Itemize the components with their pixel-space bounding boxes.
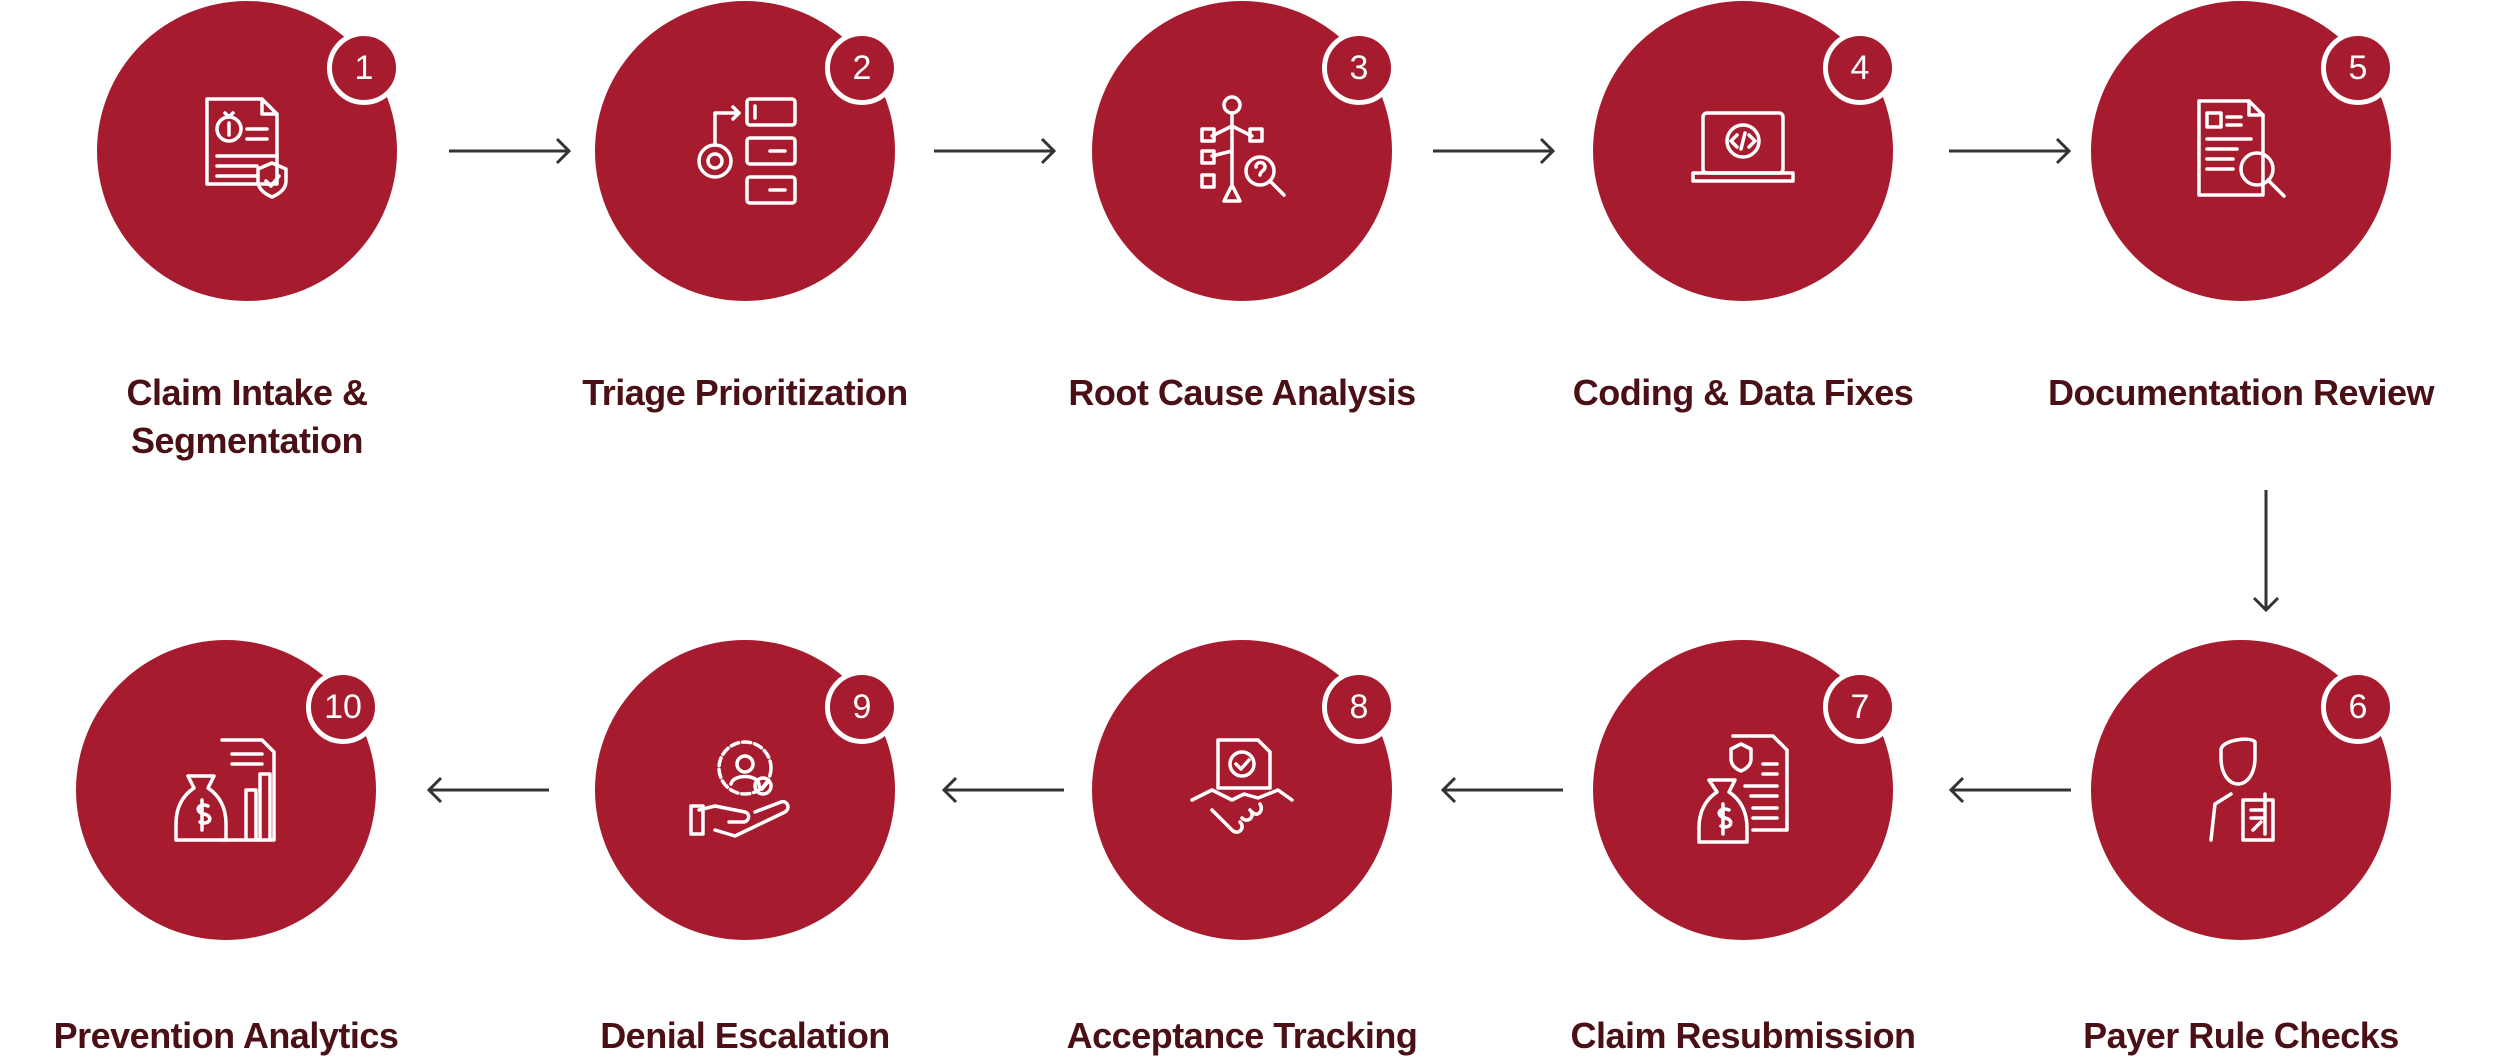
step-number-badge: 4 xyxy=(1823,31,1897,105)
step-number-badge: 7 xyxy=(1823,670,1897,744)
document-magnifier-icon xyxy=(2181,91,2301,211)
step-label: Denial Escalation xyxy=(600,1015,890,1056)
step-number-badge: 3 xyxy=(1322,31,1396,105)
person-receipt-icon xyxy=(2181,730,2301,850)
step-label: Documentation Review xyxy=(2047,372,2435,413)
step-label: Root Cause Analysis xyxy=(1068,372,1416,413)
step-number-badge: 2 xyxy=(825,31,899,105)
arrow-down xyxy=(2252,490,2280,614)
hand-gear-person-icon xyxy=(685,730,805,850)
claim-document-shield-icon xyxy=(187,91,307,211)
root-cause-flowchart-icon xyxy=(1182,91,1302,211)
gear-priority-list-icon xyxy=(685,91,805,211)
arrow-left xyxy=(425,776,549,804)
step-label: Payer Rule Checks xyxy=(2083,1015,2399,1056)
step-number-badge: 10 xyxy=(306,670,380,744)
money-bag-document-icon xyxy=(1683,730,1803,850)
arrow-left xyxy=(940,776,1064,804)
step-number-badge: 8 xyxy=(1322,670,1396,744)
step-number-badge: 6 xyxy=(2321,670,2395,744)
laptop-code-icon xyxy=(1683,91,1803,211)
step-label: Claim Intake & Segmentation xyxy=(126,372,368,461)
step-label: Prevention Analytics xyxy=(53,1015,399,1056)
arrow-right xyxy=(1433,137,1557,165)
arrow-right xyxy=(934,137,1058,165)
step-label: Triage Prioritization xyxy=(582,372,908,413)
step-label: Coding & Data Fixes xyxy=(1572,372,1914,413)
arrow-right xyxy=(1949,137,2073,165)
arrow-left xyxy=(1439,776,1563,804)
step-number-badge: 9 xyxy=(825,670,899,744)
handshake-document-icon xyxy=(1182,730,1302,850)
step-number-badge: 5 xyxy=(2321,31,2395,105)
step-label: Claim Resubmission xyxy=(1570,1015,1916,1056)
step-number-badge: 1 xyxy=(327,31,401,105)
arrow-left xyxy=(1947,776,2071,804)
money-bag-chart-icon xyxy=(166,730,286,850)
arrow-right xyxy=(449,137,573,165)
step-label: Acceptance Tracking xyxy=(1066,1015,1418,1056)
